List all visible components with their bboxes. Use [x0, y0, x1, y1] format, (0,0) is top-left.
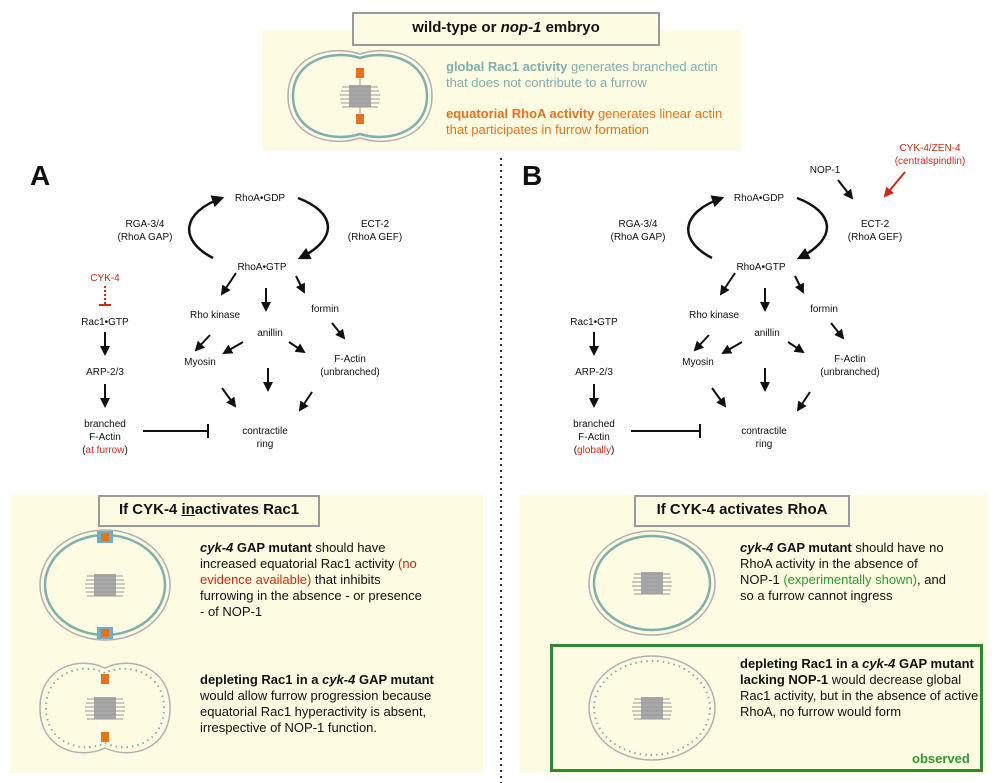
bottom-b-t1-gene: cyk-4 [740, 540, 774, 555]
panel-a-ring-2: ring [256, 439, 274, 450]
panel-a-arp: ARP-2/3 [86, 367, 124, 378]
panel-b-rhoa-gdp: RhoA•GDP [733, 193, 785, 204]
observed-label: observed [912, 751, 970, 766]
panel-b-branched-2: F-Actin [578, 432, 610, 443]
panel-b-branched-1: branched [573, 419, 615, 430]
bottom-a-t1-gene: cyk-4 [200, 540, 234, 555]
panel-a-gap-sub: (RhoA GAP) [117, 232, 173, 243]
top-rac-text: global Rac1 activity generates branched … [446, 59, 731, 91]
panel-a-branched-3: (at furrow) [82, 445, 128, 456]
observed-frame [550, 644, 983, 772]
bottom-a-title-box: If CYK-4 inactivates Rac1 [98, 495, 320, 527]
panel-a-rhoa-gdp: RhoA•GDP [234, 193, 286, 204]
bottom-b-cell-1 [588, 530, 716, 636]
top-title-suffix: embryo [541, 19, 600, 36]
panel-a-branched-1: branched [84, 419, 126, 430]
panel-b-rho-kinase: Rho kinase [688, 310, 740, 321]
panel-a-ring-1: contractile [242, 426, 288, 437]
bottom-b-cell-2 [588, 655, 716, 761]
panel-b-branched-3: (globally) [573, 445, 615, 456]
centralspindlin-arrow [883, 171, 906, 198]
bottom-a-title-prefix: If CYK-4 [118, 501, 182, 518]
top-title-box: wild-type or nop-1 embryo [352, 12, 660, 46]
panel-b-ring-2: ring [755, 439, 773, 450]
panel-a-rho-kinase: Rho kinase [189, 310, 241, 321]
panel-a-formin: formin [311, 304, 339, 315]
bottom-b-t2-gene: cyk-4 [862, 656, 896, 671]
panel-a-gap-name: RGA-3/4 [125, 219, 165, 230]
panel-b-cyk4zen: CYK-4/ZEN-4 [899, 143, 961, 154]
panel-a-gef-sub: (RhoA GEF) [347, 232, 403, 243]
panel-a-cyk4: CYK-4 [90, 273, 120, 284]
panel-a-factin-2: (unbranched) [320, 367, 380, 378]
panel-b-letter: B [522, 160, 543, 191]
panel-b-factin-1: F-Actin [834, 354, 866, 365]
panel-a-gef-name: ECT-2 [360, 219, 390, 230]
bottom-a-title-suffix: activates Rac1 [194, 501, 300, 518]
panel-b-anillin: anillin [754, 328, 780, 339]
top-rho-text: equatorial RhoA activity generates linea… [446, 106, 731, 138]
bottom-a-cell-2 [39, 662, 171, 754]
panel-b-gef-sub: (RhoA GEF) [847, 232, 903, 243]
bottom-b-title: If CYK-4 activates RhoA [656, 501, 828, 518]
panel-b-branched-location: globally [577, 445, 611, 456]
panel-b-arrows [589, 179, 854, 438]
bottom-a-text-1: cyk-4 GAP mutant should have increased e… [200, 540, 422, 619]
panel-a-branched-location: at furrow [85, 445, 125, 456]
bottom-a-title-underlined: in [181, 501, 195, 518]
bottom-b-title-box: If CYK-4 activates RhoA [634, 495, 850, 527]
panel-a-branched-2: F-Actin [89, 432, 121, 443]
top-title-gene: nop-1 [500, 19, 542, 36]
panel-b-gap-name: RGA-3/4 [618, 219, 658, 230]
top-title-prefix: wild-type or [412, 19, 501, 36]
top-rac-rest: generates branched actin that does not c… [446, 59, 718, 90]
bottom-a-t1-evidence: (no evidence available) [200, 556, 417, 587]
top-embryo-icon [287, 50, 433, 142]
bottom-b-text-2: depleting Rac1 in a cyk-4 GAP mutant lac… [740, 656, 979, 719]
bottom-a-cell-1 [39, 529, 171, 641]
panel-b-rac1gtp: Rac1•GTP [570, 317, 618, 328]
panel-a-rhoa-gtp: RhoA•GTP [237, 262, 287, 273]
bottom-b-t1-shown: (experimentally shown) [783, 572, 918, 587]
bottom-a-text-2: depleting Rac1 in a cyk-4 GAP mutant wou… [200, 672, 434, 735]
panel-a-rac1gtp: Rac1•GTP [81, 317, 129, 328]
panel-b-nop1: NOP-1 [809, 165, 841, 176]
top-rho-bold: equatorial RhoA activity [446, 106, 595, 121]
panel-b-rhoa-gtp: RhoA•GTP [736, 262, 786, 273]
panel-b-myosin: Myosin [682, 357, 714, 368]
bottom-b-panel [520, 495, 988, 773]
bottom-b-text-1: cyk-4 GAP mutant should have no RhoA act… [740, 540, 946, 603]
bottom-a-t2-gene: cyk-4 [322, 672, 356, 687]
panel-b-arp: ARP-2/3 [575, 367, 613, 378]
top-rho-rest: generates linear actin that participates… [446, 106, 723, 137]
panel-b-centralspindlin: (centralspindlin) [894, 156, 966, 167]
panel-a-letter: A [30, 160, 51, 191]
panel-b-ring-1: contractile [741, 426, 787, 437]
panel-b-gap-sub: (RhoA GAP) [610, 232, 666, 243]
panel-b-formin: formin [810, 304, 838, 315]
panel-b-factin-2: (unbranched) [820, 367, 880, 378]
panel-b-gef-name: ECT-2 [860, 219, 890, 230]
panel-a-myosin: Myosin [184, 357, 216, 368]
panel-a-arrows [99, 195, 346, 438]
top-rac-bold: global Rac1 activity [446, 59, 568, 74]
panel-a-factin-1: F-Actin [334, 354, 366, 365]
panel-a-anillin: anillin [257, 328, 283, 339]
